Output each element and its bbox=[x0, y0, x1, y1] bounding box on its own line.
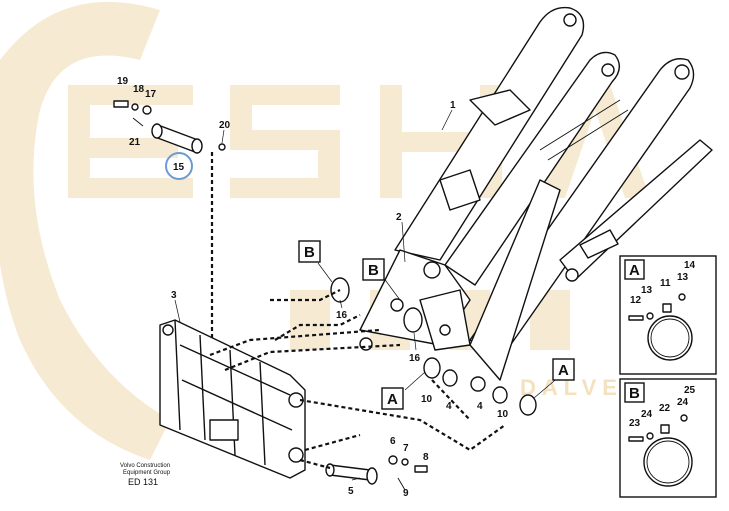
pin-assembly-top[interactable] bbox=[113, 100, 226, 180]
detail-a-callout-13-left[interactable]: 13 bbox=[641, 285, 653, 296]
detail-b-callout-24-left[interactable]: 24 bbox=[641, 409, 653, 420]
detail-b-callout-24-right[interactable]: 24 bbox=[677, 397, 689, 408]
callout-20[interactable]: 20 bbox=[219, 120, 231, 131]
callout-21[interactable]: 21 bbox=[129, 137, 141, 148]
lifting-arm-assembly[interactable] bbox=[359, 6, 713, 392]
callout-6[interactable]: 6 bbox=[390, 436, 396, 447]
caption-company: Volvo Construction bbox=[120, 463, 170, 469]
detail-a-label: A bbox=[629, 262, 640, 279]
callout-8[interactable]: 8 bbox=[423, 452, 429, 463]
callout-15[interactable]: 15 bbox=[173, 162, 185, 173]
callout-leaders bbox=[174, 109, 561, 481]
svg-text:B: B bbox=[304, 244, 315, 261]
callout-16-lower[interactable]: 16 bbox=[409, 353, 421, 364]
caption-group: Equipment Group bbox=[123, 470, 171, 476]
callout-4-left[interactable]: 4 bbox=[446, 401, 452, 412]
detail-a-callout-13-right[interactable]: 13 bbox=[677, 272, 689, 283]
callout-7[interactable]: 7 bbox=[403, 443, 409, 454]
section-marker-b-lower[interactable]: B bbox=[362, 258, 385, 281]
highlight-ring-15 bbox=[165, 152, 193, 180]
callout-9[interactable]: 9 bbox=[403, 488, 409, 499]
svg-text:A: A bbox=[558, 362, 569, 379]
rings-and-washers[interactable] bbox=[330, 277, 537, 416]
callout-18[interactable]: 18 bbox=[133, 84, 145, 95]
pin-assembly-bottom[interactable] bbox=[325, 455, 428, 491]
detail-panel-b[interactable]: B 22 23 24 24 25 bbox=[619, 378, 717, 498]
callout-3[interactable]: 3 bbox=[171, 290, 177, 301]
callout-10-right[interactable]: 10 bbox=[497, 409, 509, 420]
svg-text:B: B bbox=[368, 262, 379, 279]
callout-1[interactable]: 1 bbox=[450, 100, 456, 111]
detail-a-callout-14[interactable]: 14 bbox=[684, 260, 696, 271]
detail-b-callout-22[interactable]: 22 bbox=[659, 403, 671, 414]
detail-b-label: B bbox=[629, 385, 640, 402]
callout-2[interactable]: 2 bbox=[396, 212, 402, 223]
svg-text:A: A bbox=[387, 391, 398, 408]
detail-a-callout-11[interactable]: 11 bbox=[660, 278, 671, 289]
callout-17[interactable]: 17 bbox=[145, 89, 157, 100]
callout-4-right[interactable]: 4 bbox=[477, 401, 483, 412]
detail-panel-a[interactable]: A 11 12 13 13 14 bbox=[619, 255, 717, 375]
section-marker-a-left[interactable]: A bbox=[381, 387, 404, 410]
callout-16-upper[interactable]: 16 bbox=[336, 310, 348, 321]
detail-b-callout-25[interactable]: 25 bbox=[684, 385, 696, 396]
detail-b-callout-23[interactable]: 23 bbox=[629, 418, 641, 429]
drawing-caption: Volvo Construction Equipment Group ED 13… bbox=[120, 463, 171, 487]
section-marker-a-right[interactable]: A bbox=[552, 358, 575, 381]
assembly-dashed-lines bbox=[209, 152, 506, 470]
callout-5[interactable]: 5 bbox=[348, 486, 354, 497]
detail-a-callout-12[interactable]: 12 bbox=[630, 295, 642, 306]
section-marker-b-upper[interactable]: B bbox=[298, 240, 321, 263]
callout-19[interactable]: 19 bbox=[117, 76, 129, 87]
caption-code: ED 131 bbox=[128, 477, 158, 487]
callout-10-left[interactable]: 10 bbox=[421, 394, 433, 405]
attachment-bracket-frame[interactable] bbox=[159, 319, 306, 479]
